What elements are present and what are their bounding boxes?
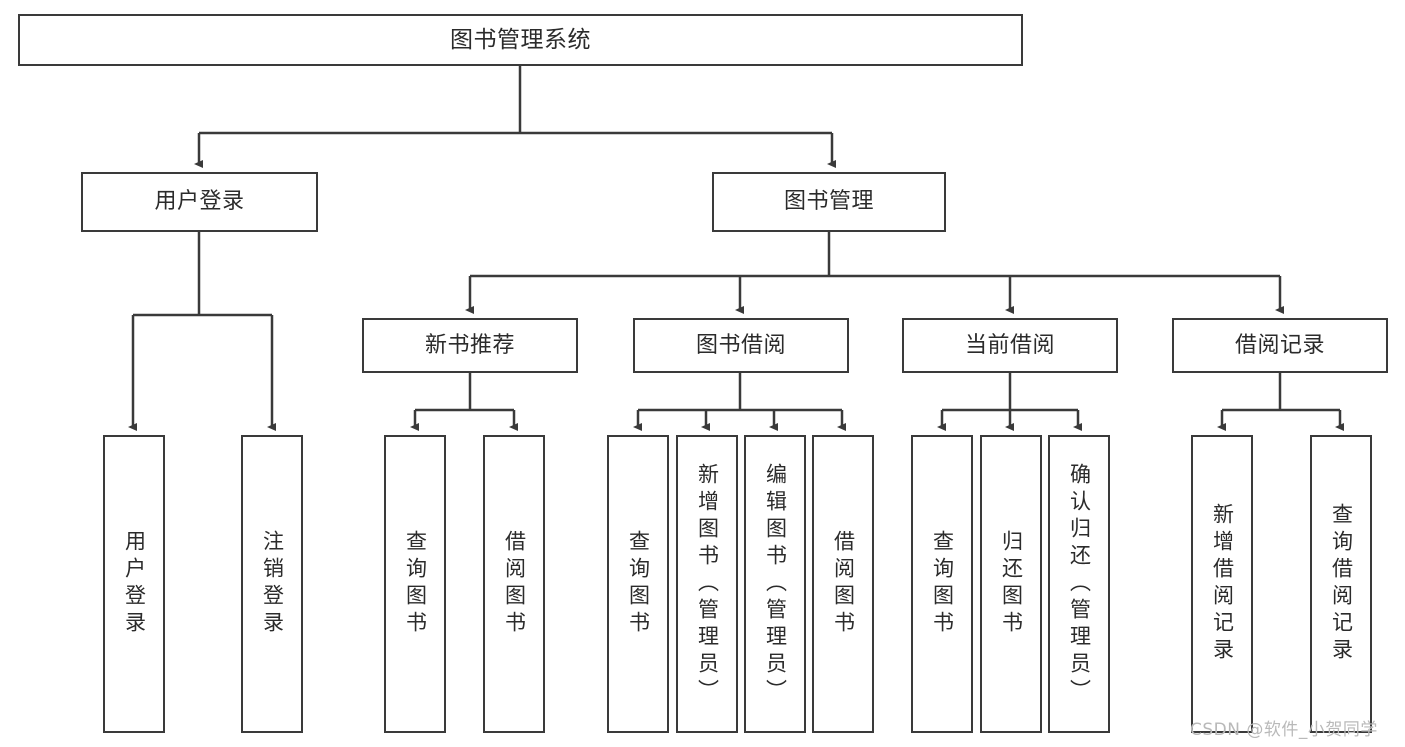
node-leaf-current-confirm-return-label: 确认归还（管理员） [1067, 462, 1092, 706]
node-book-borrow[interactable]: 图书借阅 [633, 318, 849, 373]
node-leaf-record-add[interactable]: 新增借阅记录 [1191, 435, 1253, 733]
node-leaf-record-query[interactable]: 查询借阅记录 [1310, 435, 1372, 733]
node-leaf-current-query-book[interactable]: 查询图书 [911, 435, 973, 733]
node-leaf-recommend-query-book-label: 查询图书 [403, 530, 428, 638]
node-leaf-borrow-edit-book[interactable]: 编辑图书（管理员） [744, 435, 806, 733]
node-leaf-user-logout[interactable]: 注销登录 [241, 435, 303, 733]
node-book-management-label: 图书管理 [783, 189, 874, 215]
node-leaf-borrow-query-book[interactable]: 查询图书 [607, 435, 669, 733]
node-leaf-record-query-label: 查询借阅记录 [1329, 503, 1354, 665]
node-leaf-borrow-query-book-label: 查询图书 [626, 530, 651, 638]
node-root-label: 图书管理系统 [450, 26, 591, 53]
node-book-borrow-label: 图书借阅 [695, 332, 786, 358]
node-user-login-label: 用户登录 [154, 189, 245, 215]
node-book-management[interactable]: 图书管理 [712, 172, 946, 232]
node-borrow-record-label: 借阅记录 [1234, 332, 1325, 358]
node-leaf-recommend-query-book[interactable]: 查询图书 [384, 435, 446, 733]
node-leaf-record-add-label: 新增借阅记录 [1210, 503, 1235, 665]
node-leaf-user-login-label: 用户登录 [122, 530, 147, 638]
node-new-book-recommend[interactable]: 新书推荐 [362, 318, 578, 373]
node-leaf-recommend-borrow-book[interactable]: 借阅图书 [483, 435, 545, 733]
node-leaf-current-confirm-return[interactable]: 确认归还（管理员） [1048, 435, 1110, 733]
node-leaf-borrow-edit-book-label: 编辑图书（管理员） [763, 462, 788, 706]
node-leaf-borrow-borrow-book-label: 借阅图书 [831, 530, 856, 638]
node-current-borrow[interactable]: 当前借阅 [902, 318, 1118, 373]
node-leaf-recommend-borrow-book-label: 借阅图书 [502, 530, 527, 638]
node-leaf-current-query-book-label: 查询图书 [930, 530, 955, 638]
node-leaf-current-return-book[interactable]: 归还图书 [980, 435, 1042, 733]
node-current-borrow-label: 当前借阅 [964, 332, 1055, 358]
node-leaf-user-login[interactable]: 用户登录 [103, 435, 165, 733]
node-leaf-borrow-add-book[interactable]: 新增图书（管理员） [676, 435, 738, 733]
node-leaf-borrow-borrow-book[interactable]: 借阅图书 [812, 435, 874, 733]
node-root[interactable]: 图书管理系统 [18, 14, 1023, 66]
node-user-login[interactable]: 用户登录 [81, 172, 318, 232]
node-new-book-recommend-label: 新书推荐 [424, 332, 515, 358]
watermark-text: CSDN @软件_小贺同学 [1190, 720, 1378, 740]
node-leaf-current-return-book-label: 归还图书 [999, 530, 1024, 638]
node-borrow-record[interactable]: 借阅记录 [1172, 318, 1388, 373]
node-leaf-borrow-add-book-label: 新增图书（管理员） [695, 462, 720, 706]
node-leaf-user-logout-label: 注销登录 [260, 530, 285, 638]
